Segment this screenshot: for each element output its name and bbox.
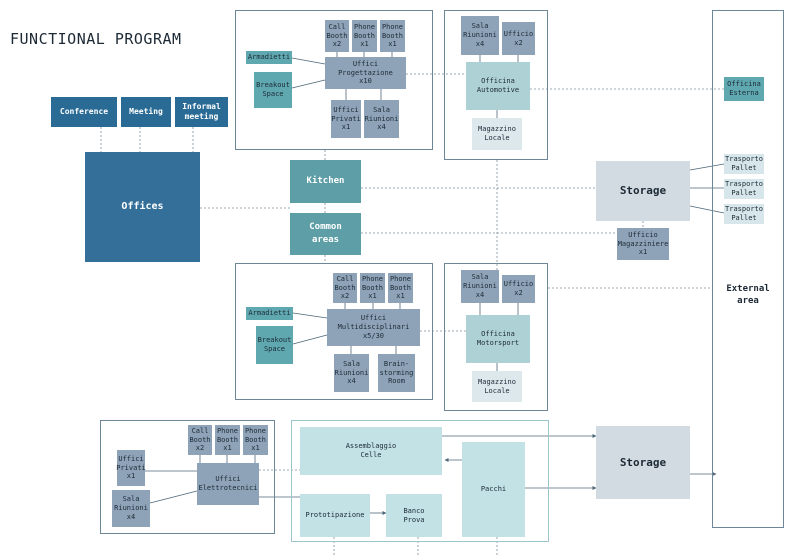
- block1-sala-riunioni: Sala Riunioni x4: [364, 100, 399, 138]
- block1-uffici-progettazione: Uffici Progettazione x10: [325, 57, 406, 89]
- frame-officina-motorsport: [444, 263, 548, 411]
- block3-phone-booth-a: Phone Booth x1: [215, 425, 240, 455]
- ufficio-magazziniere: Ufficio Magazziniere x1: [617, 228, 669, 260]
- block1-phone-booth-a: Phone Booth x1: [352, 20, 377, 52]
- trasporto-pallet-2: Trasporto Pallet: [724, 179, 764, 199]
- frame-uffici-elettrotecnici: [100, 420, 275, 534]
- workshop2-magazzino-locale: Magazzino Locale: [472, 371, 522, 402]
- workshop1-ufficio: Ufficio x2: [502, 22, 535, 55]
- frame-production: [291, 420, 549, 542]
- block1-phone-booth-b: Phone Booth x1: [380, 20, 405, 52]
- block3-phone-booth-b: Phone Booth x1: [243, 425, 268, 455]
- block2-uffici-multidisciplinari: Uffici Multidisciplinari x5/30: [327, 309, 420, 346]
- officina-esterna: Officina Esterna: [724, 77, 764, 101]
- block2-breakout-space: Breakout Space: [256, 326, 293, 364]
- storage-bottom: Storage: [596, 426, 690, 499]
- workshop1-sala-riunioni: Sala Riunioni x4: [461, 16, 499, 55]
- block2-call-booth: Call Booth x2: [333, 273, 357, 303]
- officina-automotive: Officina Automotive: [466, 62, 530, 110]
- page-title: FUNCTIONAL PROGRAM: [10, 30, 182, 48]
- frame-uffici-progettazione: [235, 10, 433, 150]
- block3-sala-riunioni: Sala Riunioni x4: [112, 490, 150, 527]
- block3-uffici-elettrotecnici: Uffici Elettrotecnici: [197, 463, 259, 505]
- workshop2-sala-riunioni: Sala Riunioni x4: [461, 270, 499, 303]
- conference-room: Conference: [51, 97, 117, 127]
- kitchen-block: Kitchen: [290, 160, 361, 203]
- external-area-label: External area: [726, 284, 770, 306]
- workshop1-magazzino-locale: Magazzino Locale: [472, 118, 522, 150]
- block1-breakout-space: Breakout Space: [254, 72, 292, 108]
- block2-armadietti: Armadietti: [246, 307, 293, 320]
- storage-top: Storage: [596, 161, 690, 221]
- frame-external-area: [712, 10, 784, 528]
- offices-block: Offices: [85, 152, 200, 262]
- block1-armadietti: Armadietti: [246, 51, 292, 64]
- assemblaggio-celle: Assemblaggio Celle: [300, 427, 442, 475]
- pacchi: Pacchi: [462, 442, 525, 537]
- frame-uffici-multidisciplinari: [235, 263, 433, 400]
- block2-phone-booth-b: Phone Booth x1: [388, 273, 413, 303]
- block2-sala-riunioni: Sala Riunioni x4: [334, 354, 369, 392]
- banco-prova: Banco Prova: [386, 494, 442, 537]
- block2-phone-booth-a: Phone Booth x1: [360, 273, 385, 303]
- meeting-room: Meeting: [121, 97, 171, 127]
- block1-uffici-privati: Uffici Privati x1: [331, 100, 361, 138]
- block2-brainstorming-room: Brain- storming Room: [378, 354, 415, 392]
- block1-call-booth: Call Booth x2: [325, 20, 349, 52]
- trasporto-pallet-3: Trasporto Pallet: [724, 204, 764, 224]
- informal-meeting-room: Informal meeting: [175, 97, 228, 127]
- officina-motorsport: Officina Motorsport: [466, 315, 530, 363]
- common-areas-block: Common areas: [290, 213, 361, 255]
- trasporto-pallet-1: Trasporto Pallet: [724, 154, 764, 174]
- frame-officina-automotive: [444, 10, 548, 160]
- block3-call-booth: Call Booth x2: [188, 425, 212, 455]
- block3-uffici-privati: Uffici Privati x1: [116, 450, 146, 486]
- prototipazione: Prototipazione: [300, 494, 370, 537]
- workshop2-ufficio: Ufficio x2: [502, 275, 535, 303]
